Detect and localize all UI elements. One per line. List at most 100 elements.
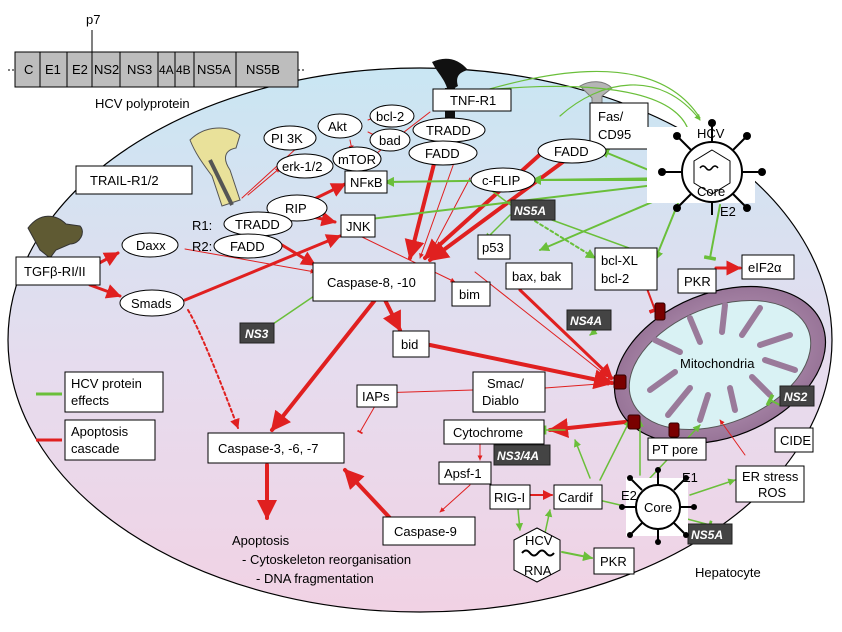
legend-green-label-2: effects xyxy=(71,393,110,408)
tgf-box xyxy=(15,256,101,286)
cytochrome-box xyxy=(443,419,545,445)
p53-box xyxy=(477,234,511,260)
mitochondria-label: Mitochondria xyxy=(680,356,755,371)
cflip-node xyxy=(470,167,536,193)
erk-label: erk-1/2 xyxy=(282,159,322,174)
segment-4b: 4B xyxy=(176,63,191,77)
tnf-r1-box xyxy=(432,88,512,112)
akt-label: Akt xyxy=(328,119,347,134)
cardif-label: Cardif xyxy=(558,490,593,505)
erk-node xyxy=(276,153,334,179)
akt-node xyxy=(317,113,363,139)
hcv-polyprotein: C E1 E2 NS2 NS3 4A 4B NS5A NS5B p7 HCV p… xyxy=(8,12,305,111)
caspase-9-box xyxy=(382,516,476,546)
p53-label: p53 xyxy=(482,240,504,255)
er-stress-box xyxy=(735,465,805,503)
ns5a-bottom-label: NS5A xyxy=(691,528,723,542)
ns3-badge xyxy=(239,322,275,344)
segment-c: C xyxy=(24,62,33,77)
caspase-8-label: Caspase-8, -10 xyxy=(327,275,416,290)
mitochondrial-pores xyxy=(613,302,680,438)
bcl2-top-node xyxy=(369,104,415,128)
segment-ns5a: NS5A xyxy=(197,62,231,77)
cide-label: CIDE xyxy=(780,433,811,448)
fadd-top-node xyxy=(408,140,478,166)
iaps-box xyxy=(356,384,398,408)
tradd-trail-label: TRADD xyxy=(235,217,280,232)
fas-label-2: CD95 xyxy=(598,127,631,142)
segment-e2: E2 xyxy=(72,62,88,77)
bcl-xl-label: bcl-XL xyxy=(601,253,638,268)
jnk-label: JNK xyxy=(346,219,371,234)
hepatocyte-label: Hepatocyte xyxy=(695,565,761,580)
e1-bottom-label: E1 xyxy=(682,470,698,485)
cytochrome-label: Cytochrome xyxy=(453,425,523,440)
fas-box xyxy=(589,102,649,150)
bcl-2-mito-label: bcl-2 xyxy=(601,271,629,286)
pt-pore-label: PT pore xyxy=(652,442,698,457)
segment-ns5b: NS5B xyxy=(246,62,280,77)
e2-bottom-label: E2 xyxy=(621,488,637,503)
tgf-label: TGFβ-RI/II xyxy=(24,264,86,279)
er-stress-label-1: ER stress xyxy=(742,469,799,484)
mtor-label: mTOR xyxy=(338,152,376,167)
fadd-fas-node xyxy=(537,138,607,164)
core-bottom-label: Core xyxy=(644,500,672,515)
segment-ns2: NS2 xyxy=(94,62,119,77)
p7-marker: p7 xyxy=(86,12,100,27)
r1-label: R1: xyxy=(192,218,212,233)
segment-4a: 4A xyxy=(159,63,174,77)
ns3-label: NS3 xyxy=(245,327,269,341)
cardif-box xyxy=(553,484,603,510)
apoptosis-line-1: - Cytoskeleton reorganisation xyxy=(242,552,411,567)
hcv-rna-label-1: HCV xyxy=(525,533,553,548)
ns4a-badge xyxy=(566,309,612,331)
smads-label: Smads xyxy=(131,296,172,311)
hcv-virion-bottom: Core E1 E2 xyxy=(619,467,698,545)
bax-bak-box xyxy=(505,262,573,290)
polyprotein-caption: HCV polyprotein xyxy=(95,96,190,111)
hcv-virus-label: HCV xyxy=(697,126,725,141)
pt-pore-box xyxy=(647,437,707,461)
ns5a-top-label: NS5A xyxy=(514,204,546,218)
legend-green-label-1: HCV protein xyxy=(71,376,142,391)
tradd-top-label: TRADD xyxy=(426,123,471,138)
fas-label-1: Fas/ xyxy=(598,109,624,124)
hcv-protein-badges: NS5A NS3 NS4A NS2 NS3/4A NS5A xyxy=(239,199,815,545)
pi3k-label: PI 3K xyxy=(271,131,303,146)
fadd-trail-node xyxy=(213,233,283,259)
bax-bak-label: bax, bak xyxy=(512,269,562,284)
bid-label: bid xyxy=(401,337,418,352)
fadd-fas-label: FADD xyxy=(554,144,589,159)
ns2-badge xyxy=(779,385,815,407)
apoptosis-line-2: - DNA fragmentation xyxy=(256,571,374,586)
pkr-bottom-box xyxy=(593,547,635,575)
legend-red-label-1: Apoptosis xyxy=(71,424,129,439)
daxx-label: Daxx xyxy=(136,238,166,253)
eif2a-box xyxy=(741,254,795,280)
rig-i-box xyxy=(489,484,531,510)
nfkb-box xyxy=(344,170,388,194)
legend-red-box xyxy=(64,419,156,461)
bad-label: bad xyxy=(379,133,401,148)
caspase-9-label: Caspase-9 xyxy=(394,524,457,539)
smac-label-1: Smac/ xyxy=(487,376,524,391)
pkr-top-box xyxy=(677,268,717,294)
ns5a-top-badge xyxy=(510,199,556,221)
caspase-8-box xyxy=(312,262,436,302)
bid-box xyxy=(392,330,430,358)
ns3-4a-label: NS3/4A xyxy=(497,449,539,463)
hcv-virion-top: HCV Core E2 xyxy=(647,119,766,219)
jnk-box xyxy=(340,214,376,238)
segment-ns3: NS3 xyxy=(127,62,152,77)
ns2-label: NS2 xyxy=(784,390,808,404)
pkr-top-label: PKR xyxy=(684,274,711,289)
trail-label: TRAIL-R1/2 xyxy=(90,173,159,188)
caspase-3-label: Caspase-3, -6, -7 xyxy=(218,441,318,456)
bim-label: bim xyxy=(459,287,480,302)
er-stress-label-2: ROS xyxy=(758,485,787,500)
iaps-label: IAPs xyxy=(362,389,390,404)
cflip-label: c-FLIP xyxy=(482,173,520,188)
legend-green-box xyxy=(64,371,164,413)
